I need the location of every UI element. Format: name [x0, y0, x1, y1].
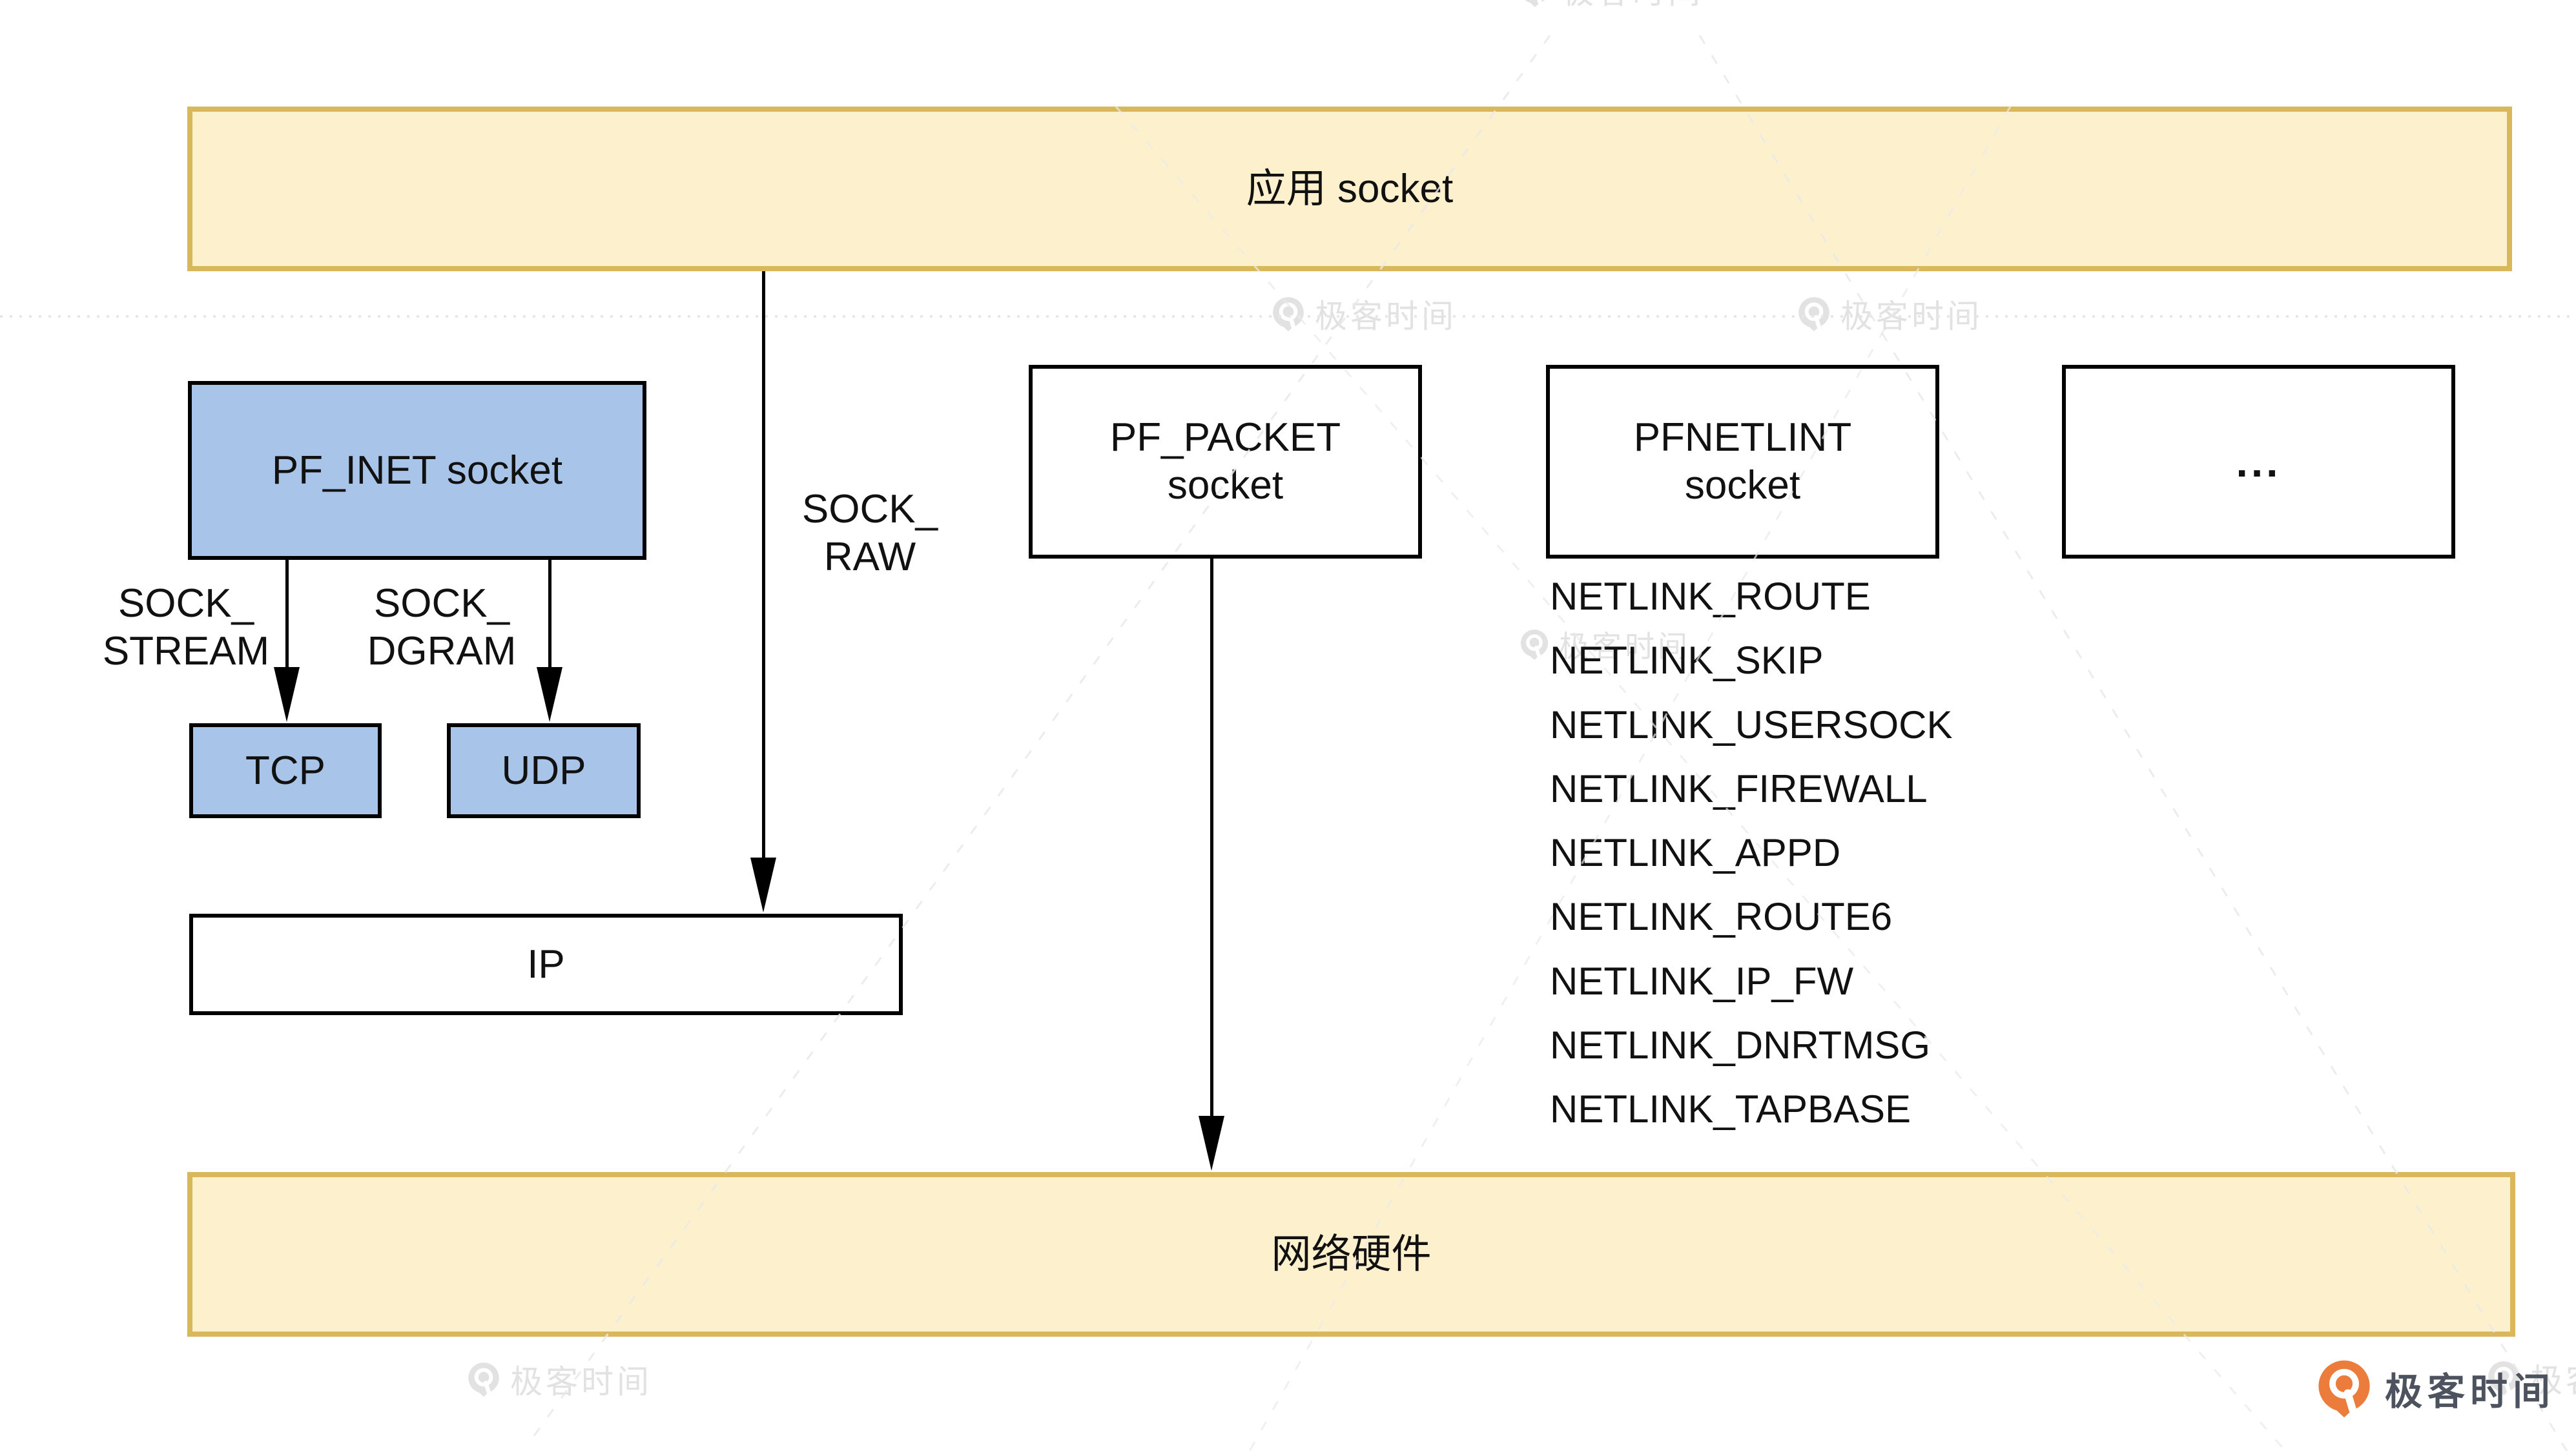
netlink-item: NETLINK_USERSOCK: [1550, 703, 1953, 746]
pf-netlink-label-line2: socket: [1684, 463, 1801, 508]
app-socket-layer-box: 应用 socket: [187, 107, 2512, 271]
pf-packet-label-line1: PF_PACKET: [1109, 415, 1341, 460]
watermark-mid-left: 极客时间: [1271, 291, 1457, 337]
geektime-brand: 极客时间: [2315, 1359, 2555, 1417]
watermark-text: 极客时间: [1315, 298, 1457, 334]
pf-packet-socket-box: PF_PACKET socket: [1029, 365, 1422, 559]
pf-netlink-socket-box: PFNETLINT socket: [1546, 365, 1939, 559]
arrowhead-down-icon: [750, 858, 776, 912]
more-sockets-box: ...: [2062, 365, 2455, 559]
netlink-item: NETLINK_ROUTE: [1550, 575, 1871, 618]
geektime-logo-icon: [1273, 297, 1304, 331]
arrowhead-down-icon: [274, 667, 300, 722]
pf-inet-socket-label: PF_INET socket: [271, 448, 563, 493]
arrow-sock-dgram-line: [548, 560, 551, 672]
geektime-logo-icon: [1525, 0, 1545, 7]
watermark-mid-right: 极客时间: [1797, 291, 1983, 337]
udp-box: UDP: [447, 723, 641, 818]
geektime-logo-icon: [2318, 1360, 2370, 1417]
ip-label: IP: [527, 942, 565, 987]
watermark-top-partial: 极客时间: [1518, 0, 1704, 13]
network-hardware-label: 网络硬件: [1271, 1231, 1432, 1277]
ellipsis-label: ...: [2236, 438, 2282, 486]
app-socket-label: 应用 socket: [1246, 166, 1454, 211]
udp-label: UDP: [501, 748, 586, 793]
watermark-text: 极客时间: [1840, 298, 1983, 334]
sock-dgram-label: SOCK_ DGRAM: [367, 581, 517, 674]
geektime-logo-icon: [1520, 629, 1549, 660]
netlink-item: NETLINK_TAPBASE: [1550, 1087, 1911, 1131]
netlink-item: NETLINK_ROUTE6: [1550, 895, 1893, 939]
watermark-text: 极客时间: [1561, 0, 1704, 13]
netlink-item: NETLINK_APPD: [1550, 831, 1841, 875]
watermark-text: 极客时间: [510, 1364, 652, 1400]
watermark-bottom-left: 极客时间: [466, 1356, 652, 1403]
brand-text: 极客时间: [2385, 1371, 2556, 1413]
arrow-pf-packet-line: [1210, 559, 1213, 1120]
arrow-sock-stream-line: [285, 560, 289, 672]
arrow-sock-raw-line: [762, 271, 765, 862]
pf-inet-socket-box: PF_INET socket: [188, 381, 646, 560]
netlink-item: NETLINK_FIREWALL: [1550, 767, 1928, 810]
sock-stream-label: SOCK_ STREAM: [102, 581, 270, 674]
netlink-item: NETLINK_IP_FW: [1550, 959, 1854, 1003]
netlink-item: NETLINK_DNRTMSG: [1550, 1024, 1930, 1067]
tcp-label: TCP: [245, 748, 325, 793]
network-hardware-layer-box: 网络硬件: [187, 1172, 2515, 1337]
netlink-type-list: NETLINK_ROUTE NETLINK_SKIP NETLINK_USERS…: [1550, 564, 1953, 1142]
pf-packet-label-line2: socket: [1167, 463, 1284, 508]
netlink-item: NETLINK_SKIP: [1550, 639, 1824, 683]
sock-raw-label: SOCK_ RAW: [801, 487, 938, 579]
geektime-logo-icon: [1798, 297, 1829, 331]
tcp-box: TCP: [189, 723, 382, 818]
geektime-logo-icon: [468, 1363, 499, 1397]
arrowhead-down-icon: [1199, 1116, 1224, 1171]
ip-box: IP: [189, 914, 903, 1015]
pf-netlink-label-line1: PFNETLINT: [1633, 415, 1852, 460]
arrowhead-down-icon: [537, 667, 562, 722]
